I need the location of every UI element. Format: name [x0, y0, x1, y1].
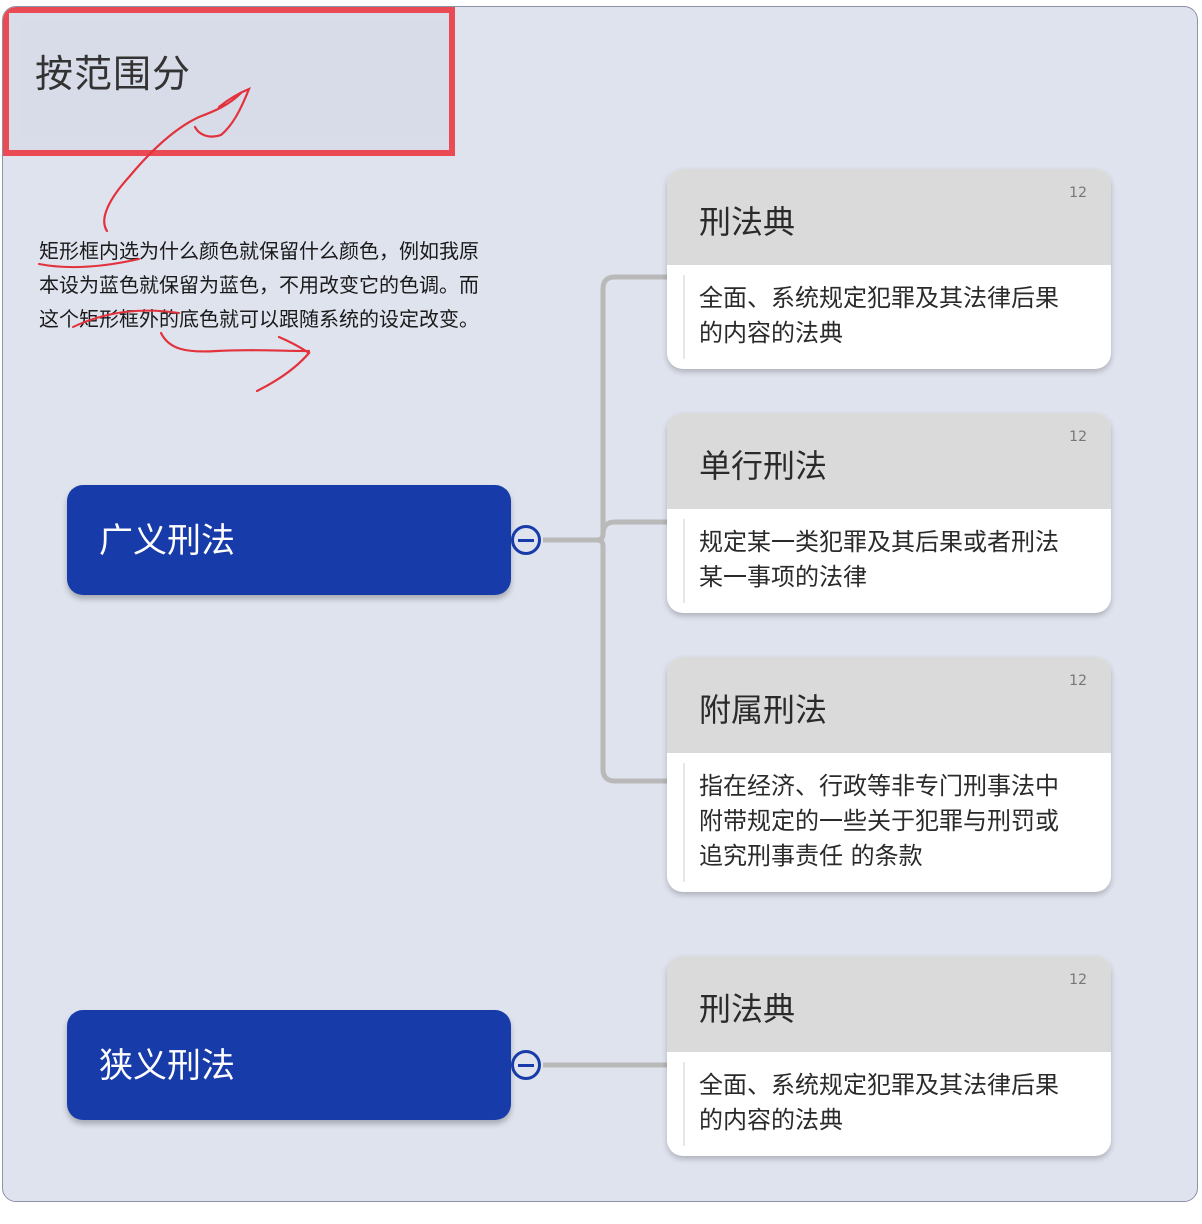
card-header: 刑法典 12 [667, 956, 1111, 1052]
card-header: 单行刑法 12 [667, 413, 1111, 509]
card-header: 附属刑法 12 [667, 657, 1111, 753]
child-card-criminal-code[interactable]: 刑法典 12 全面、系统规定犯罪及其法律后果 的内容的法典 [667, 169, 1111, 369]
card-line: 某一事项的法律 [699, 563, 867, 591]
root-node-label: 狭义刑法 [99, 1046, 235, 1086]
card-body: 指在经济、行政等非专门刑事法中 附带规定的一些关于犯罪与刑罚或 追究刑事责任 的… [667, 753, 1111, 892]
card-title: 单行刑法 [699, 447, 828, 485]
mindmap-canvas: 按范围分 矩形框内选为什么颜色就保留什么颜色，例如我原 本设为蓝色就保留为蓝色，… [2, 6, 1198, 1202]
child-card-criminal-code[interactable]: 刑法典 12 全面、系统规定犯罪及其法律后果 的内容的法典 [667, 956, 1111, 1156]
connector-lines [543, 274, 667, 1068]
card-badge: 12 [1069, 673, 1087, 689]
card-header: 刑法典 12 [667, 169, 1111, 265]
card-badge: 12 [1069, 185, 1087, 201]
card-body: 全面、系统规定犯罪及其法律后果 的内容的法典 [667, 1052, 1111, 1156]
card-badge: 12 [1069, 972, 1087, 988]
card-title: 附属刑法 [699, 691, 828, 729]
root-node-broad-criminal-law[interactable]: 广义刑法 [67, 485, 511, 595]
card-body: 全面、系统规定犯罪及其法律后果 的内容的法典 [667, 265, 1111, 369]
card-line: 全面、系统规定犯罪及其法律后果 [699, 1071, 1059, 1099]
minus-circle-icon[interactable] [511, 525, 541, 555]
root-node-label: 广义刑法 [99, 521, 235, 561]
card-line: 的内容的法典 [699, 319, 843, 347]
card-title: 刑法典 [699, 990, 796, 1028]
card-line: 指在经济、行政等非专门刑事法中 [699, 772, 1059, 800]
card-title: 刑法典 [699, 203, 796, 241]
card-body: 规定某一类犯罪及其后果或者刑法 某一事项的法律 [667, 509, 1111, 613]
card-line: 全面、系统规定犯罪及其法律后果 [699, 284, 1059, 312]
card-line: 规定某一类犯罪及其后果或者刑法 [699, 528, 1059, 556]
root-node-narrow-criminal-law[interactable]: 狭义刑法 [67, 1010, 511, 1120]
card-line: 追究刑事责任 的条款 [699, 842, 923, 870]
child-card-subsidiary-criminal-law[interactable]: 附属刑法 12 指在经济、行政等非专门刑事法中 附带规定的一些关于犯罪与刑罚或 … [667, 657, 1111, 892]
card-line: 附带规定的一些关于犯罪与刑罚或 [699, 807, 1059, 835]
child-card-special-criminal-law[interactable]: 单行刑法 12 规定某一类犯罪及其后果或者刑法 某一事项的法律 [667, 413, 1111, 613]
minus-circle-icon[interactable] [511, 1050, 541, 1080]
card-line: 的内容的法典 [699, 1106, 843, 1134]
note-line: 本设为蓝色就保留为蓝色，不用改变它的色调。而 [39, 273, 479, 297]
card-badge: 12 [1069, 429, 1087, 445]
